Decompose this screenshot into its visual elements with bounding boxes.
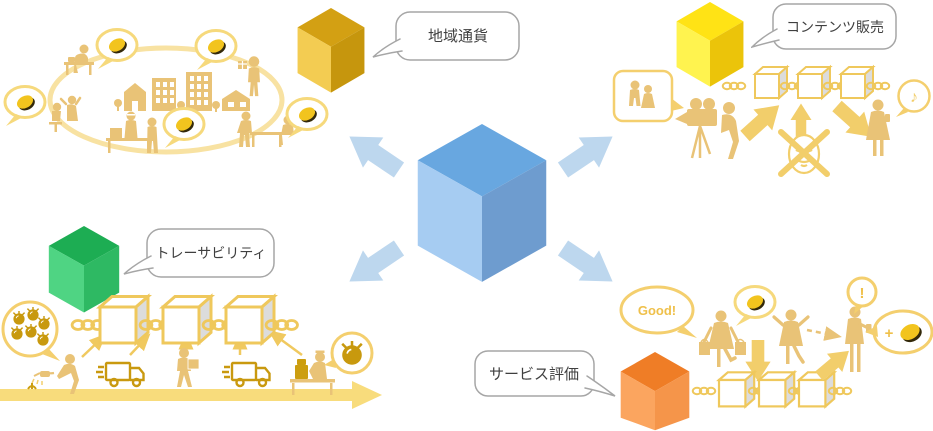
- cube-top-face: [297, 8, 365, 47]
- cube-front-face: [417, 160, 482, 282]
- arrow-to-local-currency: [339, 121, 410, 186]
- label-local-currency: 地域通貨: [372, 11, 520, 61]
- coin-bubble-icon: [5, 87, 45, 127]
- coin-bubble-icon: [735, 287, 775, 327]
- cube-side-face: [331, 27, 365, 93]
- traceability-illustration: [0, 295, 382, 409]
- label-local-currency-text: 地域通貨: [428, 28, 488, 45]
- cube-top-face: [620, 352, 690, 392]
- farmer-icon: [27, 354, 79, 394]
- label-tail: [751, 28, 780, 49]
- cube-front-face: [620, 371, 655, 431]
- coin-bubble-icon: [196, 31, 236, 71]
- truck-icon: [220, 361, 271, 388]
- cube-side-face: [655, 371, 690, 431]
- blockchain-chain: [691, 371, 853, 408]
- cube-side-face: [710, 21, 744, 87]
- alert-bubble: !: [846, 276, 878, 314]
- label-traceability-text: トレーサビリティ: [156, 245, 267, 261]
- traceability-cube: [48, 226, 120, 313]
- couple-photo-bubble: [612, 69, 684, 123]
- desk-worker-icon: [64, 44, 94, 75]
- music-note-icon: ♪: [910, 89, 918, 106]
- label-tail: [372, 38, 403, 58]
- cube-front-face: [676, 21, 710, 87]
- upload-arrow: [735, 94, 789, 147]
- dashed-reference-arrow: [806, 326, 842, 341]
- arrow-to-service-rating: [552, 232, 623, 297]
- service-rating-illustration: Good!: [619, 276, 933, 408]
- tomatoes-bubble: [1, 300, 60, 361]
- barber-icon: [49, 95, 82, 132]
- shop-counter-icon: [106, 111, 158, 153]
- gift-person-icon: [238, 56, 260, 97]
- blockchain-chain: [70, 295, 299, 345]
- coin-bubble-icon: [164, 109, 204, 149]
- content-sales-illustration: ♪: [612, 66, 931, 177]
- label-content-sales-text: コンテンツ販売: [786, 19, 884, 35]
- label-service-rating: サービス評価: [474, 350, 616, 397]
- music-note-bubble: ♪: [896, 79, 931, 117]
- cube-top-face: [676, 2, 744, 41]
- town-buildings-icon: [114, 72, 250, 112]
- community-ring: [47, 45, 285, 155]
- arrow-to-traceability: [339, 232, 410, 297]
- shrug-person-icon: [772, 309, 810, 364]
- supply-chain-arrow: [0, 381, 382, 409]
- alert-text: !: [860, 285, 865, 302]
- label-traceability: トレーサビリティ: [123, 228, 275, 278]
- coin-bubble-icon: [287, 99, 327, 139]
- local-currency-illustration: [0, 22, 330, 155]
- blockchain-chain: [721, 66, 891, 99]
- label-service-rating-text: サービス評価: [489, 366, 579, 383]
- cube-top-face: [417, 124, 547, 197]
- service-rating-cube: [620, 352, 690, 431]
- reward-bubble: +: [865, 309, 933, 355]
- cafe-table-icon: [237, 111, 294, 147]
- coin-bubble-icon: [97, 30, 137, 70]
- label-tail: [584, 375, 616, 397]
- tomato-bubble: [324, 331, 374, 375]
- content-sales-cube: [676, 2, 744, 87]
- cameraman-icon: [675, 98, 739, 159]
- no-piracy-mask-icon: [778, 103, 830, 177]
- label-tail: [123, 255, 154, 275]
- cube-front-face: [48, 245, 84, 313]
- courier-icon: [177, 348, 200, 387]
- cube-front-face: [297, 27, 331, 93]
- cashier-icon: [290, 350, 335, 395]
- reviewer-icon: [845, 306, 872, 372]
- label-content-sales: コンテンツ販売: [751, 3, 897, 50]
- good-text: Good!: [638, 303, 676, 318]
- center-blockchain-cube: [417, 124, 547, 282]
- cube-side-face: [84, 245, 120, 313]
- listener-icon: [866, 99, 890, 156]
- good-bubble: Good!: [619, 285, 697, 338]
- truck-icon: [94, 361, 145, 388]
- shopper-icon: [699, 310, 746, 367]
- local-currency-cube: [297, 8, 365, 93]
- plus-text: +: [885, 325, 894, 342]
- cube-side-face: [482, 160, 547, 282]
